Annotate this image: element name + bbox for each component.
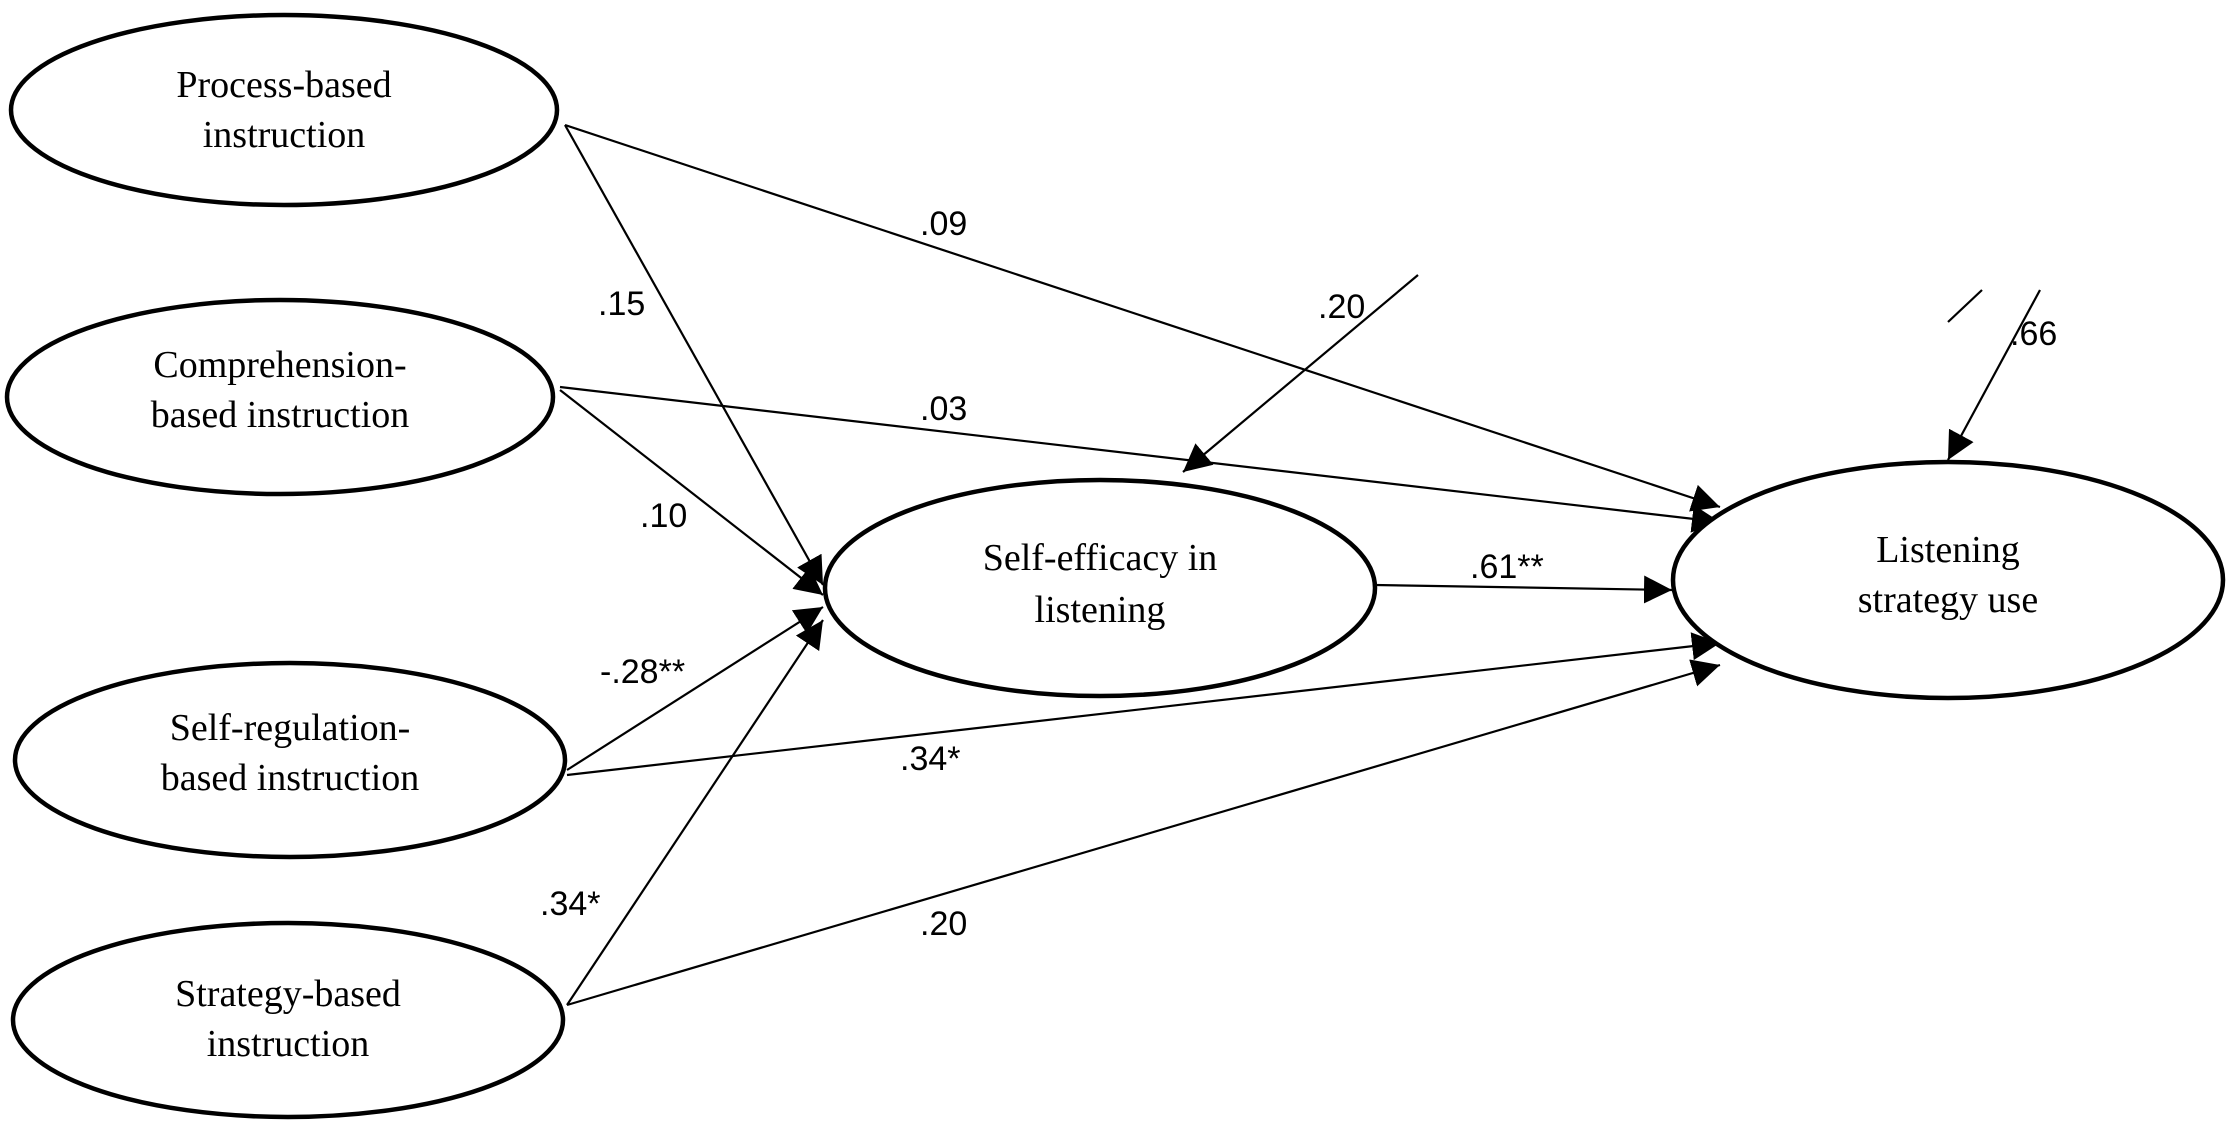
coef-process-to-efficacy: .15 <box>598 285 645 323</box>
label-process-line1: Process-based <box>176 64 391 106</box>
label-strategy-use-line1: Listening <box>1876 529 2020 571</box>
edge-comprehension-to-self-efficacy <box>559 389 824 596</box>
residual-strategy-use: .66 <box>2010 315 2057 353</box>
edge-process-to-self-efficacy <box>564 124 824 586</box>
label-process-line2: instruction <box>203 114 366 156</box>
ellipse-strategy-use <box>1670 459 2226 701</box>
residual-arrow-strategy-use-final <box>1947 289 2041 461</box>
node-strategy-based-instruction: Strategy-based instruction <box>10 920 566 1120</box>
edge-strategy-to-self-efficacy <box>566 619 824 1006</box>
node-self-efficacy-in-listening: Self-efficacy in listening <box>822 477 1378 699</box>
coefficients: .09 .15 .03 .10 -.28** .34* .34* .20 .61… <box>540 205 2057 943</box>
edge-process-to-strategy-use <box>564 123 1721 512</box>
node-listening-strategy-use: Listening strategy use <box>1670 459 2226 701</box>
coef-efficacy-to-use: .61** <box>1470 548 1544 586</box>
edges <box>559 123 1983 1007</box>
label-selfreg-line2: based instruction <box>161 757 420 799</box>
coef-selfreg-to-efficacy: -.28** <box>600 653 685 691</box>
edge-self-efficacy-to-strategy-use <box>1374 575 1673 604</box>
ellipse-strategy <box>10 920 566 1120</box>
ellipse-self-efficacy <box>822 477 1378 699</box>
coef-strategy-to-use: .20 <box>920 905 967 943</box>
coef-comprehension-to-use: .03 <box>920 390 967 428</box>
residual-stem-strategy-use <box>1947 289 1983 323</box>
edge-strategy-to-strategy-use <box>566 659 1721 1007</box>
ellipse-process <box>8 12 560 208</box>
label-selfreg-line1: Self-regulation- <box>170 707 411 749</box>
node-comprehension-based-instruction: Comprehension- based instruction <box>4 297 556 497</box>
label-self-efficacy-line2: listening <box>1035 589 1166 631</box>
node-self-regulation-based-instruction: Self-regulation- based instruction <box>12 660 568 860</box>
ellipse-selfreg <box>12 660 568 860</box>
edge-comprehension-to-strategy-use <box>559 385 1721 533</box>
ellipse-comprehension <box>4 297 556 497</box>
label-comprehension-line1: Comprehension- <box>153 344 406 386</box>
residual-arrow-self-efficacy <box>1182 274 1419 473</box>
coef-comprehension-to-efficacy: .10 <box>640 497 687 535</box>
residual-self-efficacy: .20 <box>1318 288 1365 326</box>
node-process-based-instruction: Process-based instruction <box>8 12 560 208</box>
label-strategy-line1: Strategy-based <box>175 973 401 1015</box>
coef-strategy-to-efficacy: .34* <box>540 885 601 923</box>
label-strategy-use-line2: strategy use <box>1858 579 2038 621</box>
label-strategy-line2: instruction <box>207 1023 370 1065</box>
edge-selfreg-to-self-efficacy <box>566 606 824 771</box>
coef-process-to-use: .09 <box>920 205 967 243</box>
edge-selfreg-to-strategy-use <box>566 632 1721 777</box>
coef-selfreg-to-use: .34* <box>900 740 961 778</box>
label-comprehension-line2: based instruction <box>151 394 410 436</box>
label-self-efficacy-line1: Self-efficacy in <box>983 537 1218 579</box>
